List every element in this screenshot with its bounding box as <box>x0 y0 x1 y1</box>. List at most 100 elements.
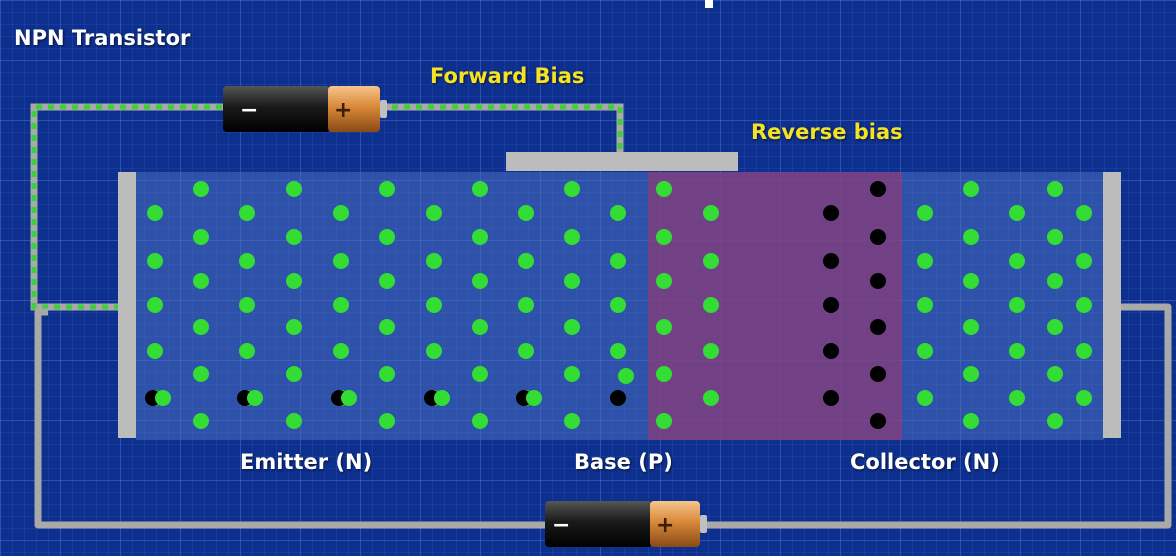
electron-dot <box>193 273 209 289</box>
reverse-bias-label: Reverse bias <box>751 120 903 144</box>
electron-dot <box>1076 343 1092 359</box>
electron-dot <box>472 229 488 245</box>
depletion-region <box>648 172 902 440</box>
electron-dot <box>564 181 580 197</box>
electron-dot <box>518 297 534 313</box>
electron-dot <box>564 366 580 382</box>
electron-dot <box>286 413 302 429</box>
electron-dot <box>286 319 302 335</box>
electron-dot <box>426 205 442 221</box>
electron-dot <box>472 366 488 382</box>
base-label: Base (P) <box>574 450 673 474</box>
electron-dot <box>1047 319 1063 335</box>
electron-dot <box>917 205 933 221</box>
electron-dot <box>286 181 302 197</box>
electron-dot <box>564 229 580 245</box>
electron-dot <box>426 343 442 359</box>
electron-dot <box>963 181 979 197</box>
electron-dot <box>1009 297 1025 313</box>
electron-dot <box>434 390 450 406</box>
electron-dot <box>1076 205 1092 221</box>
electron-dot <box>703 297 719 313</box>
electron-dot <box>155 390 171 406</box>
hole-dot <box>823 205 839 221</box>
reverse-battery-positive: + <box>656 513 674 538</box>
electron-dot <box>239 343 255 359</box>
forward-bias-label: Forward Bias <box>430 64 585 88</box>
electron-dot <box>147 205 163 221</box>
electron-dot <box>426 297 442 313</box>
electron-dot <box>193 229 209 245</box>
electron-dot <box>610 253 626 269</box>
forward-battery-positive: + <box>334 98 352 123</box>
electron-dot <box>703 253 719 269</box>
electron-dot <box>1047 413 1063 429</box>
electron-dot <box>286 273 302 289</box>
electron-dot <box>610 343 626 359</box>
electron-dot <box>333 297 349 313</box>
electron-dot <box>239 297 255 313</box>
electron-dot <box>1076 297 1092 313</box>
electron-dot <box>656 319 672 335</box>
electron-dot <box>333 253 349 269</box>
hole-dot <box>610 390 626 406</box>
partial-glyph-top <box>705 0 713 8</box>
electron-dot <box>472 319 488 335</box>
electron-dot <box>703 343 719 359</box>
electron-dot <box>963 413 979 429</box>
electron-dot <box>379 229 395 245</box>
electron-dot <box>564 273 580 289</box>
hole-dot <box>870 366 886 382</box>
electron-dot <box>1047 273 1063 289</box>
electron-dot <box>1009 390 1025 406</box>
electron-dot <box>1009 205 1025 221</box>
electron-dot <box>618 368 634 384</box>
electron-dot <box>656 181 672 197</box>
reverse-battery: − + <box>545 501 707 547</box>
forward-battery: − + <box>223 86 387 132</box>
electron-dot <box>379 181 395 197</box>
collector-label: Collector (N) <box>850 450 1000 474</box>
electron-dot <box>1076 253 1092 269</box>
electron-dot <box>963 319 979 335</box>
electron-dot <box>917 297 933 313</box>
electron-dot <box>703 390 719 406</box>
electron-dot <box>426 253 442 269</box>
electron-dot <box>1047 366 1063 382</box>
hole-dot <box>870 273 886 289</box>
electron-dot <box>1047 229 1063 245</box>
emitter-label: Emitter (N) <box>240 450 373 474</box>
electron-dot <box>147 297 163 313</box>
hole-dot <box>823 343 839 359</box>
electron-dot <box>379 366 395 382</box>
electron-dot <box>610 297 626 313</box>
hole-dot <box>870 229 886 245</box>
electron-dot <box>518 253 534 269</box>
electron-dot <box>239 205 255 221</box>
reverse-battery-negative: − <box>552 513 570 538</box>
electron-dot <box>147 343 163 359</box>
electron-dot <box>379 273 395 289</box>
electron-dot <box>247 390 263 406</box>
hole-dot <box>823 253 839 269</box>
electron-dot <box>656 366 672 382</box>
base-contact <box>506 152 738 171</box>
electron-dot <box>239 253 255 269</box>
diagram-title: NPN Transistor <box>14 26 191 50</box>
electron-dot <box>147 253 163 269</box>
hole-dot <box>823 297 839 313</box>
electron-dot <box>193 366 209 382</box>
electron-dot <box>379 413 395 429</box>
electron-dot <box>656 413 672 429</box>
emitter-contact <box>118 172 136 438</box>
electron-dot <box>610 205 626 221</box>
hole-dot <box>870 319 886 335</box>
electron-dot <box>193 181 209 197</box>
electron-dot <box>518 205 534 221</box>
electron-dot <box>333 205 349 221</box>
electron-dot <box>526 390 542 406</box>
electron-dot <box>917 343 933 359</box>
electron-dot <box>656 273 672 289</box>
electron-dot <box>917 253 933 269</box>
